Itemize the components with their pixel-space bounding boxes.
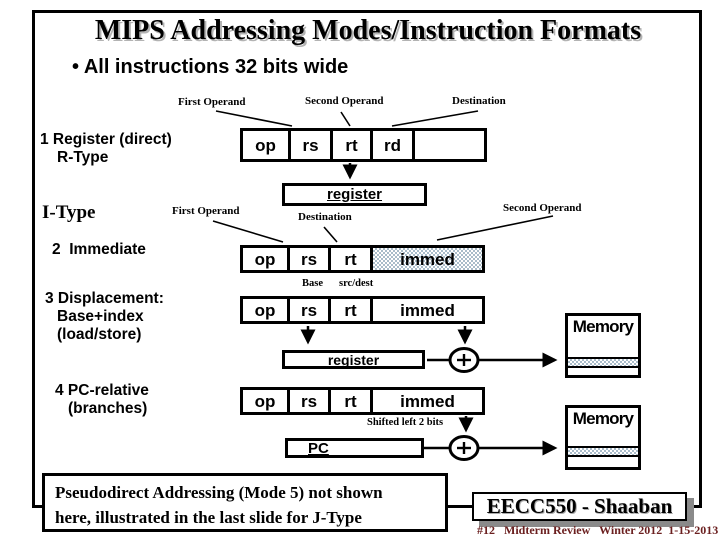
itype-first-operand-label: First Operand <box>172 205 240 217</box>
displacement-base-label: Base <box>302 278 323 289</box>
rtype-row-label-line1: 1 Register (direct) <box>40 131 172 148</box>
pcrelative-field-rs: rs <box>290 390 331 412</box>
displacement-field-rt: rt <box>331 299 373 321</box>
displacement-memory-box: Memory <box>565 313 641 378</box>
immediate-field-rs: rs <box>290 248 331 270</box>
displacement-field-op: op <box>243 299 290 321</box>
itype-section-label: I-Type <box>42 202 96 223</box>
rtype-field-rs: rs <box>291 131 333 159</box>
immediate-instruction-word: op rs rt immed <box>240 245 485 273</box>
displacement-register-box: register <box>282 350 425 369</box>
pcrelative-memory-box: Memory <box>565 405 641 470</box>
pc-box: PC <box>285 438 424 458</box>
displacement-memory-label: Memory <box>572 317 634 336</box>
slide-title: MIPS Addressing Modes/Instruction Format… <box>94 15 642 46</box>
immediate-field-op: op <box>243 248 290 270</box>
displacement-row-label-line3: (load/store) <box>57 326 142 343</box>
pcrelative-field-op: op <box>243 390 290 412</box>
rtype-row-label-line2: R-Type <box>57 149 109 166</box>
shifted-left-label: Shifted left 2 bits <box>367 417 444 428</box>
pseudodirect-note-line2: here, illustrated in the last slide for … <box>55 508 362 527</box>
immediate-field-immed: immed <box>373 248 482 270</box>
rtype-field-rd: rd <box>373 131 415 159</box>
pcrelative-memory-label: Memory <box>572 409 634 428</box>
rtype-field-op: op <box>243 131 291 159</box>
pcrelative-instruction-word: op rs rt immed <box>240 387 485 415</box>
bullet-point: • All instructions 32 bits wide <box>72 56 349 78</box>
rtype-register-box: register <box>282 183 427 206</box>
displacement-instruction-word: op rs rt immed <box>240 296 485 324</box>
pcrelative-row-label-line1: 4 PC-relative <box>55 382 149 399</box>
memory-cell-highlight <box>568 357 638 368</box>
pseudodirect-note-box: Pseudodirect Addressing (Mode 5) not sho… <box>42 473 448 532</box>
displacement-srcdest-label: src/dest <box>339 278 374 289</box>
pcrelative-field-rt: rt <box>331 390 373 412</box>
pcrelative-row-label-line2: (branches) <box>68 400 148 417</box>
immediate-row-label: 2 Immediate <box>52 241 146 258</box>
slide-info-footer: #12 Midterm Review Winter 2012 1-15-2013 <box>477 523 719 537</box>
pseudodirect-note-line1: Pseudodirect Addressing (Mode 5) not sho… <box>55 483 383 502</box>
rtype-destination-label: Destination <box>452 95 506 107</box>
course-badge: EECC550 - Shaaban <box>472 492 687 521</box>
rtype-instruction-word: op rs rt rd <box>240 128 487 162</box>
itype-second-operand-label: Second Operand <box>503 202 582 214</box>
displacement-row-label-line2: Base+index <box>57 308 144 325</box>
displacement-row-label-line1: 3 Displacement: <box>45 290 164 307</box>
rtype-first-operand-label: First Operand <box>178 96 246 108</box>
displacement-field-rs: rs <box>290 299 331 321</box>
rtype-second-operand-label: Second Operand <box>305 95 384 107</box>
memory-cell-highlight <box>568 446 638 457</box>
displacement-field-immed: immed <box>400 300 455 320</box>
rtype-field-rt: rt <box>333 131 373 159</box>
immediate-field-rt: rt <box>331 248 373 270</box>
pcrelative-field-immed: immed <box>400 391 455 411</box>
itype-destination-label: Destination <box>298 211 352 223</box>
rtype-field-unused <box>415 131 484 159</box>
